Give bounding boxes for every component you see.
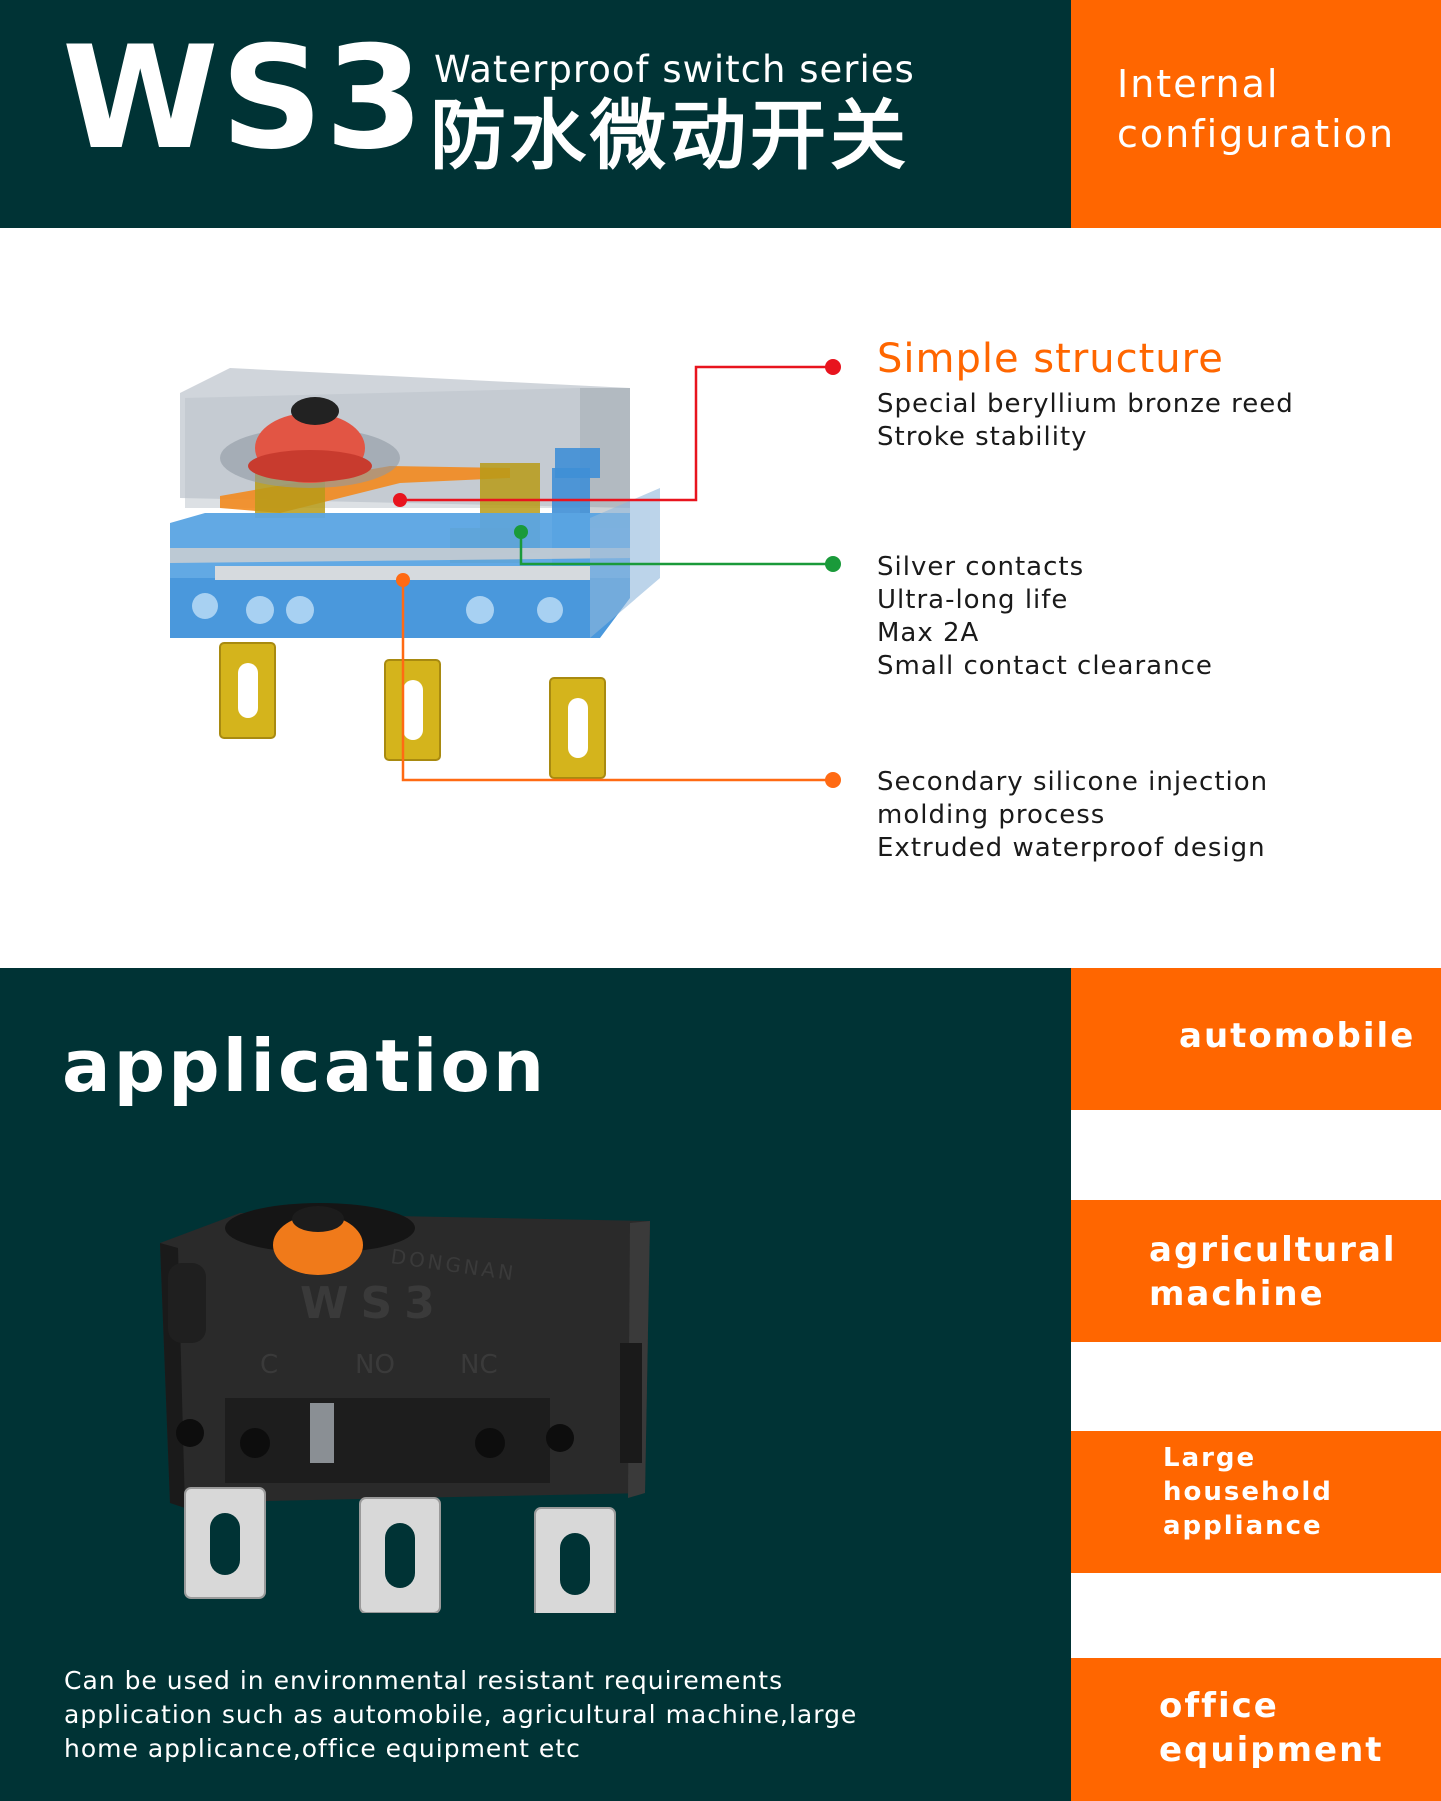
- tag-label: office: [1159, 1686, 1279, 1726]
- callout-dot-contacts: [825, 556, 841, 572]
- config-label-line1: Internal: [1117, 62, 1280, 106]
- description-line: Can be used in environmental resistant r…: [64, 1666, 784, 1695]
- silicone-line: Secondary silicone injection: [877, 767, 1269, 797]
- application-tags: automobile agricultural machine Large ho…: [1071, 968, 1441, 1801]
- ws3-product-photo: WS3 C NO NC DONGNAN: [160, 1203, 650, 1613]
- callout-point-silicone: [396, 573, 410, 587]
- tag-label: appliance: [1163, 1511, 1323, 1541]
- callout-line-silicone: [401, 580, 833, 782]
- callout-point-structure: [393, 493, 407, 507]
- contact-line: Max 2A: [877, 618, 980, 648]
- product-terminals: [184, 1487, 616, 1613]
- structure-details: Special beryllium bronze reed Stroke sta…: [877, 388, 1294, 454]
- silicone-line: Extruded waterproof design: [877, 833, 1266, 863]
- embossed-c: C: [260, 1350, 278, 1380]
- description-line: home applicance,office equipment etc: [64, 1734, 581, 1763]
- silicone-line: molding process: [877, 800, 1106, 830]
- structure-line: Stroke stability: [877, 422, 1088, 452]
- callout-dot-silicone: [825, 772, 841, 788]
- tag-office-equipment: office equipment: [1071, 1658, 1441, 1801]
- embossed-model: WS3: [300, 1278, 447, 1329]
- header-banner: WS3 Waterproof switch series 防水微动开关 Inte…: [0, 0, 1441, 228]
- tag-label: machine: [1149, 1274, 1325, 1314]
- callout-line-contacts: [519, 532, 833, 566]
- internal-structure-section: Simple structure Special beryllium bronz…: [0, 228, 1441, 968]
- switch-cutaway-illustration: [170, 368, 660, 779]
- tag-label: agricultural: [1149, 1230, 1397, 1270]
- series-title-cn: 防水微动开关: [430, 91, 910, 180]
- model-title: WS3: [62, 16, 426, 181]
- series-title-en: Waterproof switch series: [434, 48, 915, 91]
- contact-line: Silver contacts: [877, 552, 1085, 582]
- simple-structure-title: Simple structure: [877, 336, 1224, 382]
- application-title: application: [62, 1024, 548, 1108]
- internal-configuration-label: Internal configuration: [1071, 0, 1441, 228]
- callout-point-contacts: [514, 525, 528, 539]
- contact-line: Small contact clearance: [877, 651, 1213, 681]
- description-line: application such as automobile, agricult…: [64, 1700, 858, 1729]
- tag-label: automobile: [1179, 1016, 1416, 1056]
- tag-agricultural-machine: agricultural machine: [1071, 1200, 1441, 1342]
- tag-label: household: [1163, 1477, 1333, 1507]
- contact-line: Ultra-long life: [877, 585, 1069, 615]
- callout-dot-structure: [825, 359, 841, 375]
- tag-label: Large: [1163, 1443, 1257, 1473]
- tag-automobile: automobile: [1071, 968, 1441, 1110]
- structure-line: Special beryllium bronze reed: [877, 389, 1294, 419]
- application-section: application WS3 C NO NC DONGNAN: [0, 968, 1071, 1801]
- orange-plunger: [273, 1215, 363, 1275]
- callout-line-structure: [400, 365, 833, 502]
- callout-lines: [393, 359, 841, 788]
- contact-details: Silver contacts Ultra-long life Max 2A S…: [877, 551, 1213, 683]
- embossed-nc: NC: [460, 1350, 498, 1380]
- tag-label: equipment: [1159, 1730, 1384, 1770]
- tag-large-household-appliance: Large household appliance: [1071, 1431, 1441, 1573]
- config-label-line2: configuration: [1117, 112, 1396, 156]
- silicone-details: Secondary silicone injection molding pro…: [877, 766, 1268, 865]
- application-description: Can be used in environmental resistant r…: [64, 1664, 857, 1766]
- embossed-no: NO: [355, 1350, 395, 1380]
